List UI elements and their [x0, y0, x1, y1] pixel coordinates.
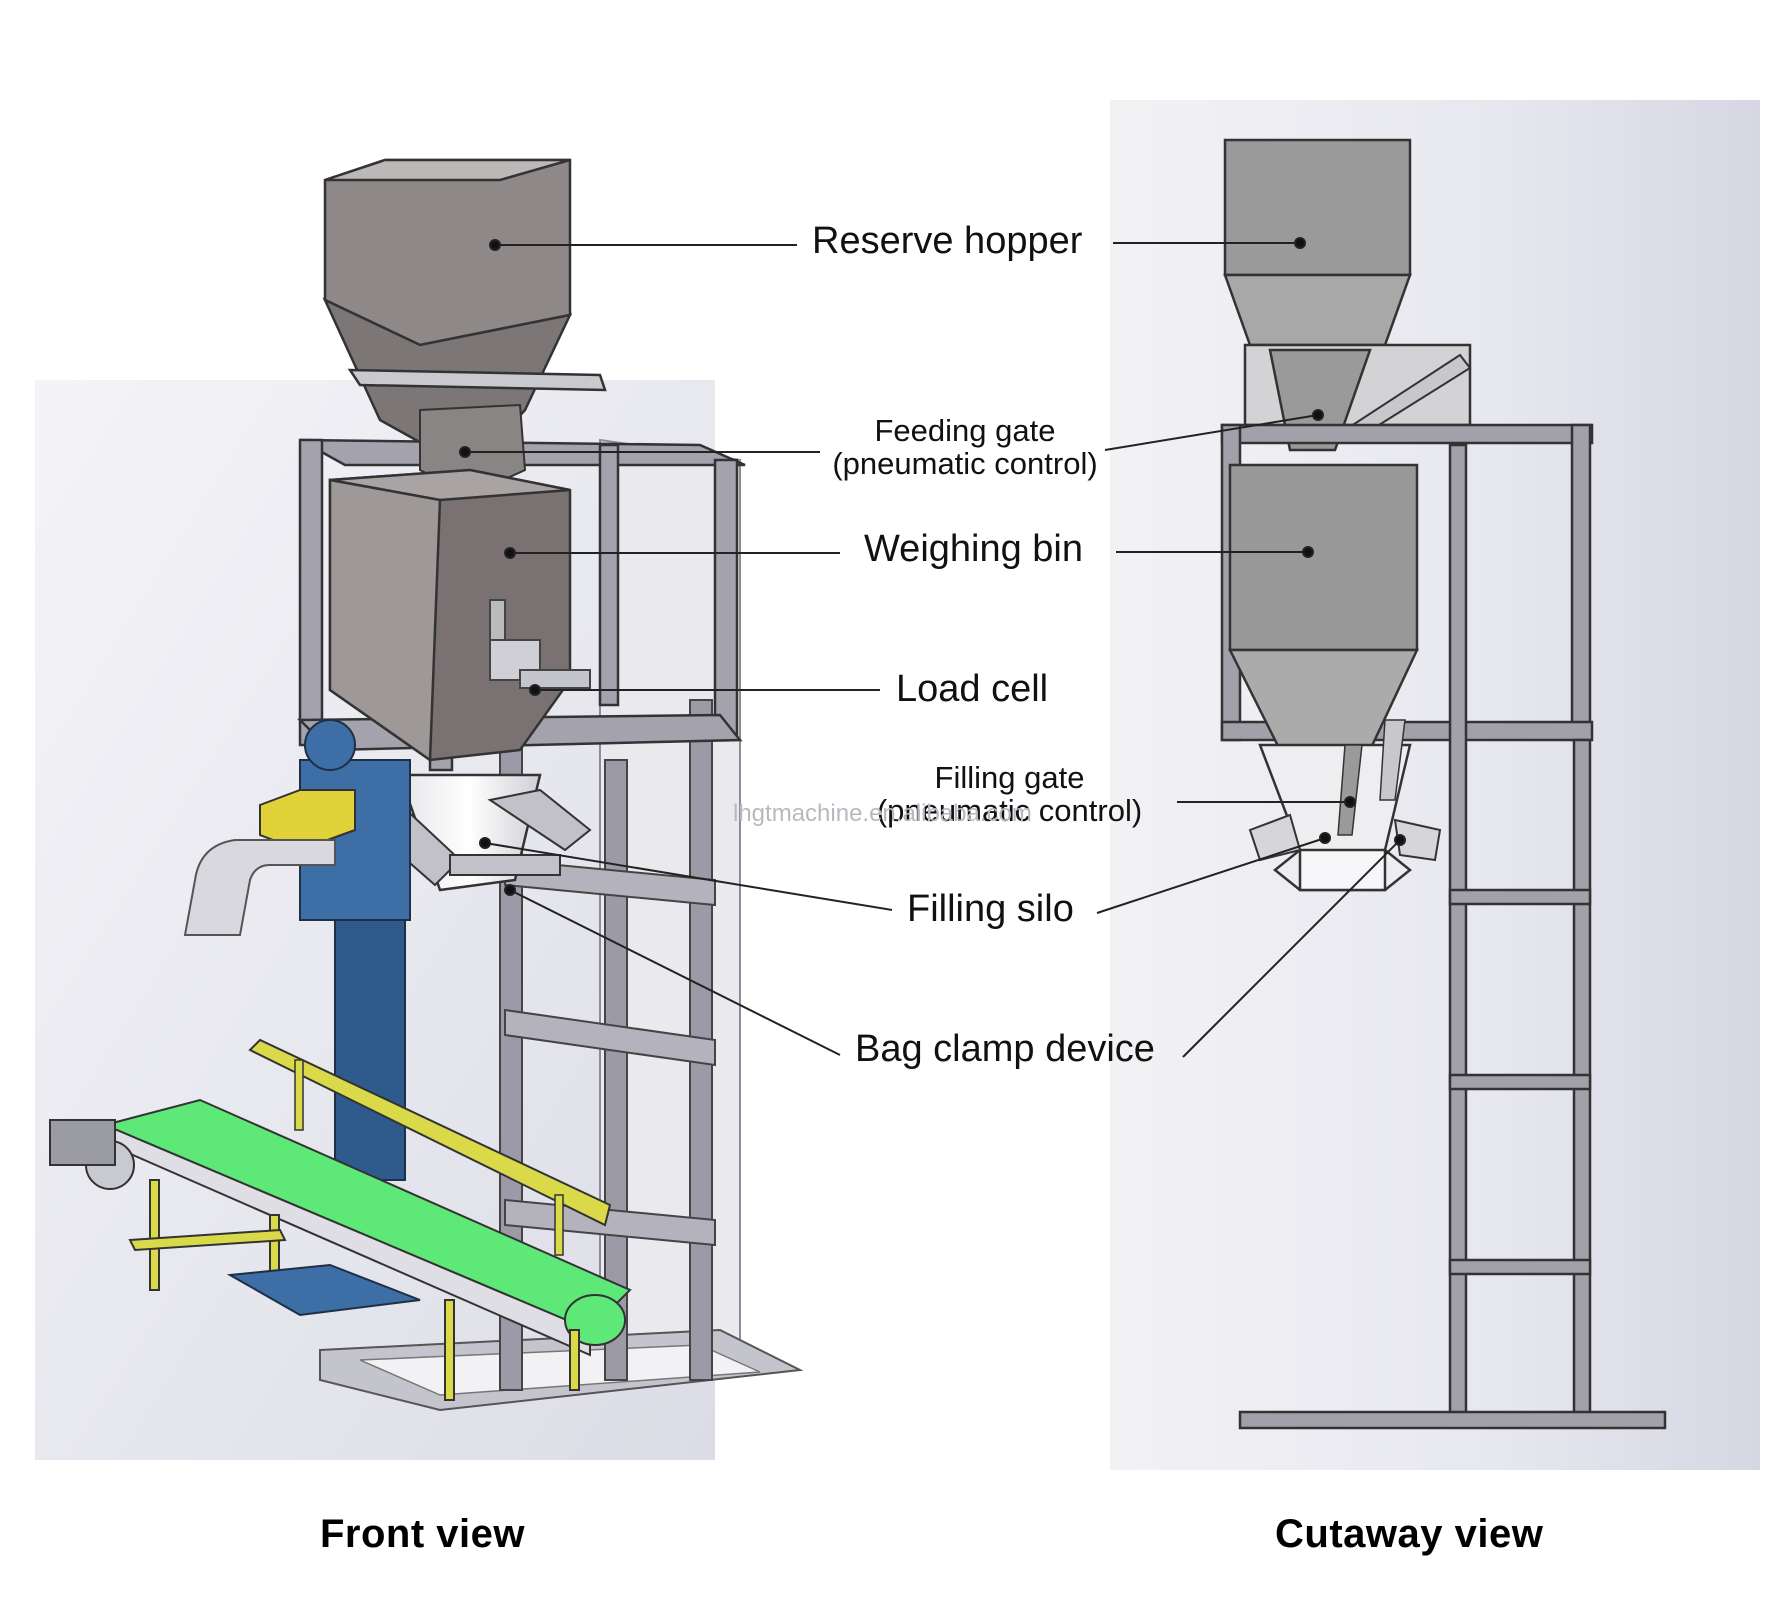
leader-lines [459, 237, 1406, 1058]
caption-front-view: Front view [320, 1512, 526, 1556]
front-load-cell [489, 599, 591, 689]
label-load-cell: Load cell [896, 668, 1049, 710]
watermark: lhgtmachine.en.alibaba.com [733, 800, 1032, 827]
label-feeding-gate-line1: Feeding gate [874, 413, 1056, 448]
label-feeding-gate: Feeding gate (pneumatic control) [830, 413, 1100, 481]
cutaway-bag-clamps [1248, 813, 1442, 862]
label-bag-clamp-device: Bag clamp device [855, 1028, 1155, 1070]
front-guard-rail [248, 1038, 612, 1227]
front-duct [183, 839, 336, 936]
label-weighing-bin: Weighing bin [864, 528, 1084, 570]
caption-cutaway-view: Cutaway view [1275, 1512, 1544, 1556]
cutaway-view-background [1110, 100, 1760, 1470]
cutaway-reserve-hopper [1223, 138, 1412, 277]
label-reserve-hopper: Reserve hopper [812, 220, 1083, 262]
cutaway-view-machine [1220, 138, 1667, 1430]
front-bag-clamp-motor [259, 789, 356, 852]
label-feeding-gate-line2: (pneumatic control) [832, 445, 1098, 481]
label-filling-gate: Filling gate (pneumatic control) [872, 760, 1147, 828]
front-view-machine [49, 158, 804, 1412]
front-conveyor [49, 1098, 632, 1401]
label-filling-gate-line2: (pneumatic control) [876, 792, 1143, 828]
cutaway-weighing-bin [1227, 463, 1419, 752]
label-filling-silo: Filling silo [907, 888, 1074, 930]
front-floor-pad [226, 1263, 421, 1317]
label-filling-gate-line1: Filling gate [934, 760, 1085, 795]
front-weighing-bin [328, 468, 572, 763]
cutaway-filling-gate [1337, 744, 1363, 836]
